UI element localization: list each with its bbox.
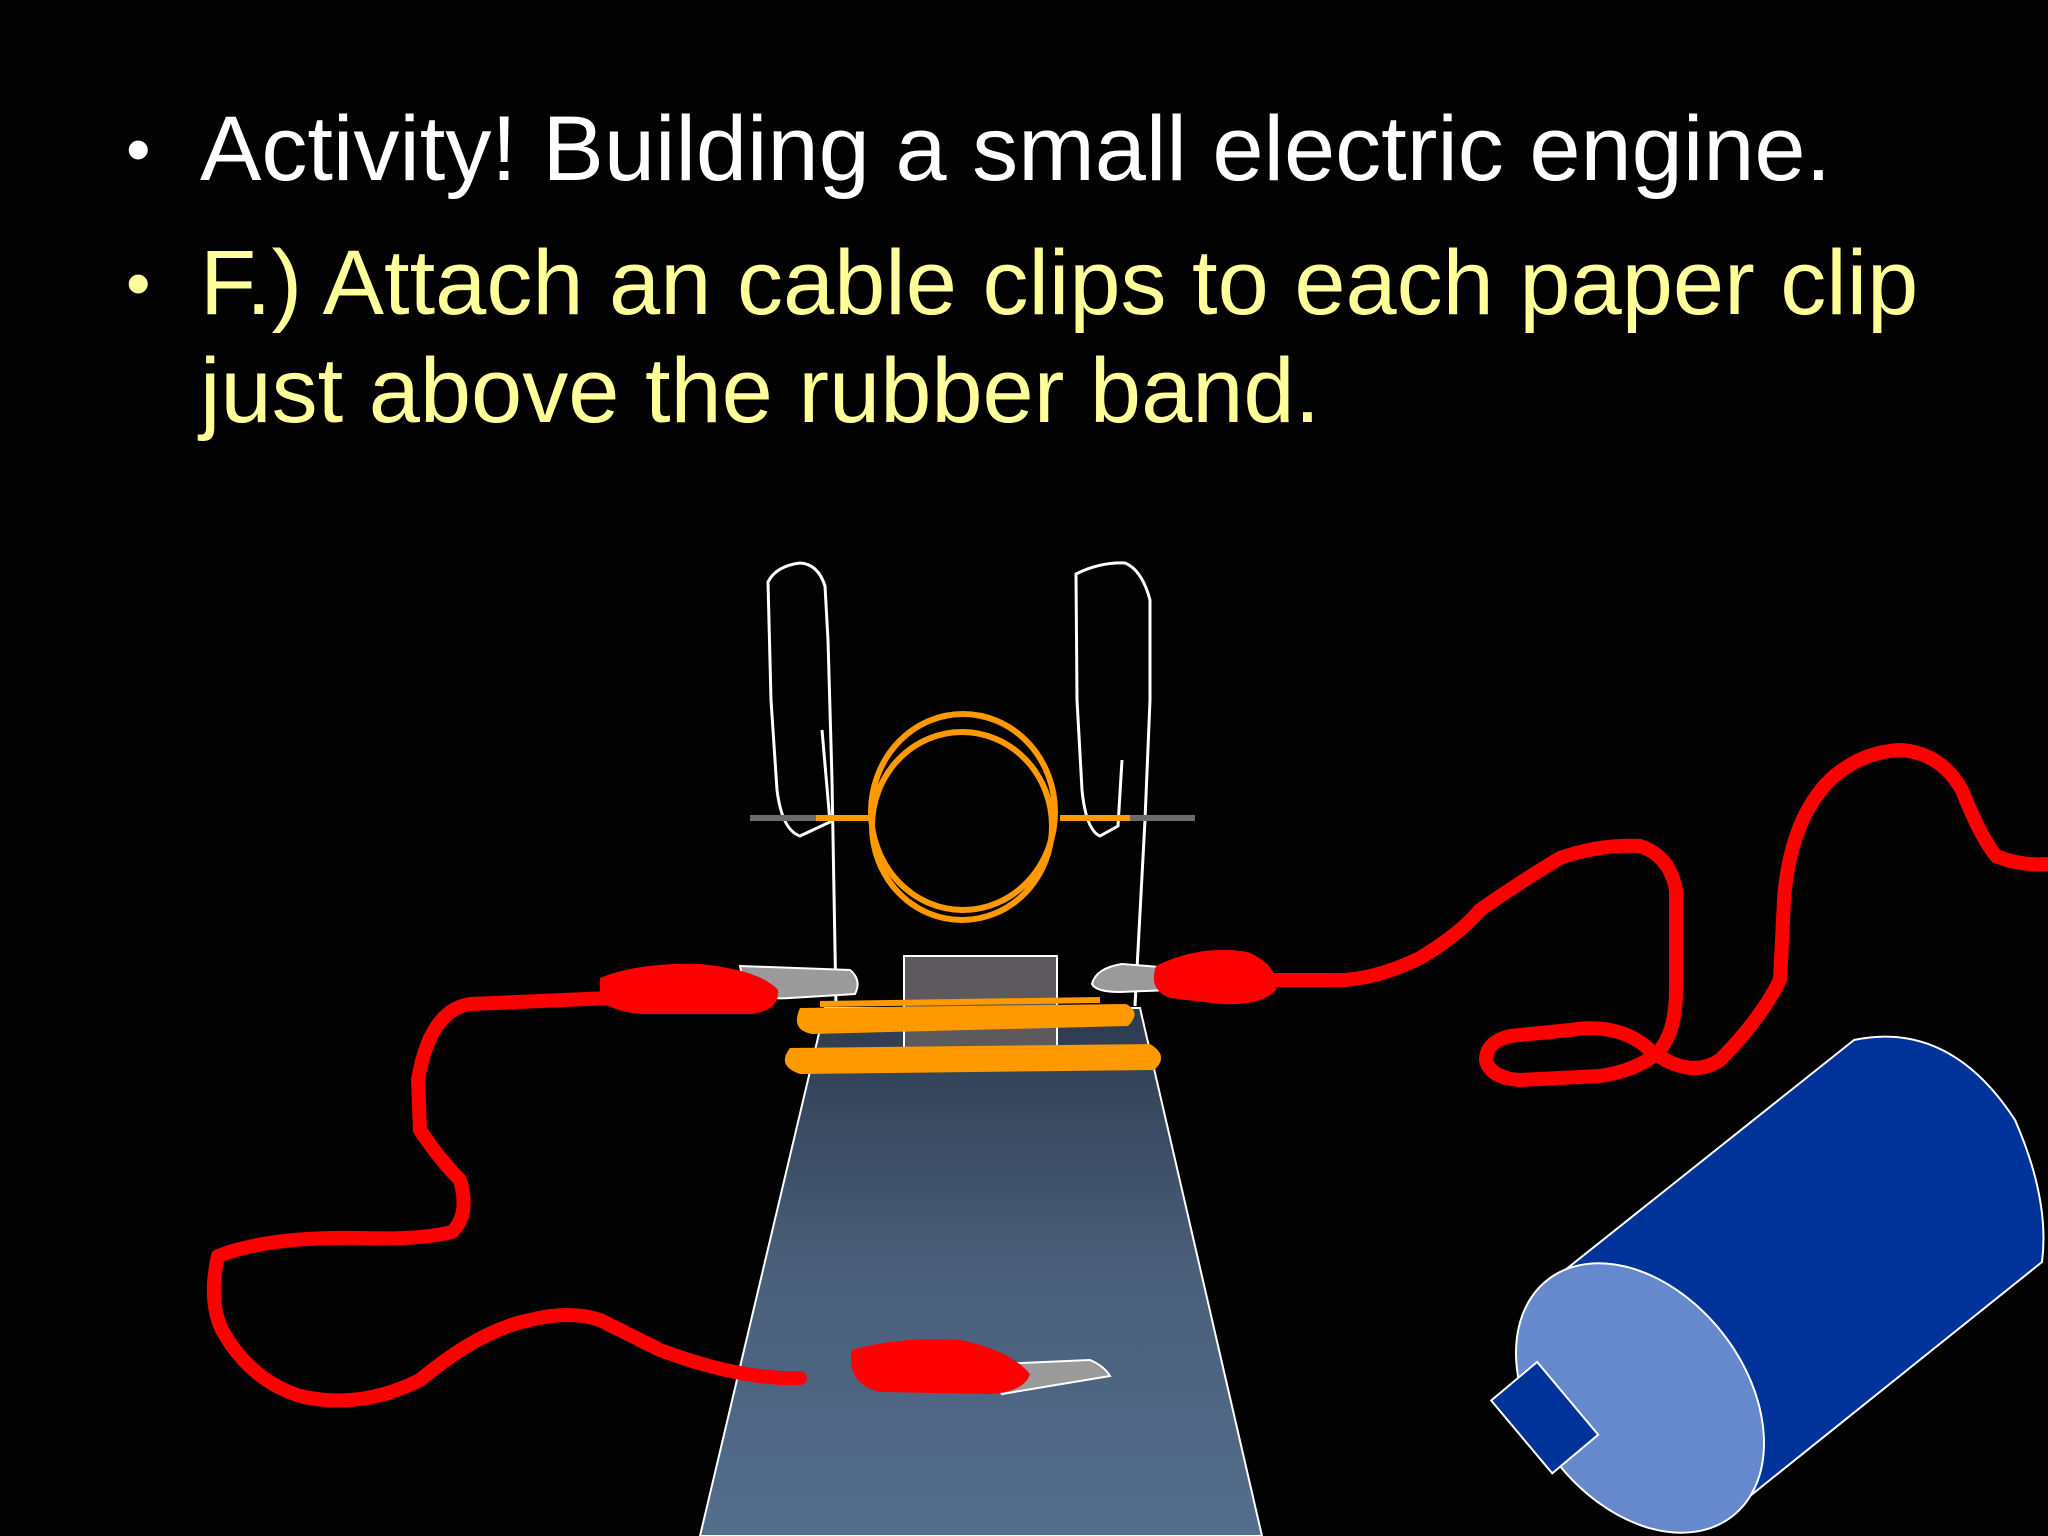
paper-clip-icon [766,561,838,1007]
alligator-clip-body [1153,949,1277,1005]
battery-icon [1489,1035,2045,1534]
bullet-instruction: F.) Attach an cable clips to each paper … [120,229,2000,445]
bullet-list: Activity! Building a small electric engi… [120,95,2000,471]
base-board [698,1007,1264,1536]
rubber-band-icon-2 [784,1044,1162,1074]
wire-icon [206,991,807,1408]
alligator-clip-icon [1090,962,1174,994]
wire-icon [1263,743,2048,1087]
coil-icon-inner [869,729,1055,923]
alligator-clip-body [600,963,779,1014]
alligator-clip-body [851,1339,1030,1394]
bullet-title: Activity! Building a small electric engi… [120,95,2000,203]
paper-clip-icon [1074,561,1152,1007]
coil-icon [868,711,1058,913]
rubber-band-icon [796,1004,1135,1034]
